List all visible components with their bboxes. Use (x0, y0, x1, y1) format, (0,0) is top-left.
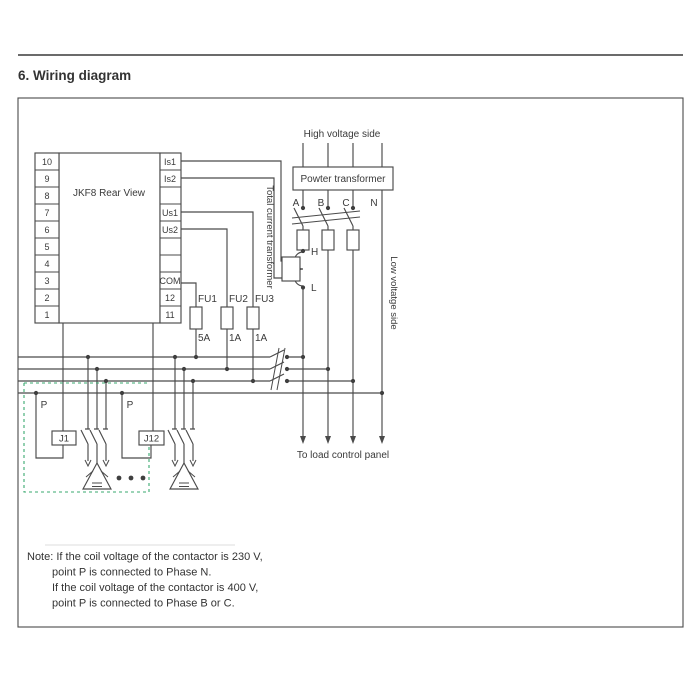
terminal-8: 8 (44, 191, 49, 201)
phase-b-label: B (318, 198, 325, 209)
ct-primary-coil (294, 251, 304, 287)
terminal-4: 4 (44, 259, 49, 269)
fu1-rating: 5A (198, 333, 211, 344)
p-point-label-1: P (41, 400, 48, 411)
terminal-com: COM (160, 276, 181, 286)
fuse-phase-b (321, 229, 335, 251)
terminal-12: 12 (165, 293, 175, 303)
terminal-6: 6 (44, 225, 49, 235)
capacitor-bank-1 (82, 459, 112, 490)
phase-c-label: C (342, 198, 349, 209)
fuse-fu2 (220, 306, 234, 330)
fuse-phase-c (346, 229, 360, 251)
fu3-label: FU3 (255, 294, 274, 305)
note-line-4: point P is connected to Phase B or C. (52, 598, 235, 610)
terminal-2: 2 (44, 293, 49, 303)
fuse-phase-a (296, 229, 310, 251)
page-title: 6. Wiring diagram (18, 68, 131, 83)
terminal-us2: Us2 (162, 225, 178, 235)
figure-frame (17, 97, 684, 628)
ct-l-terminal-label: L (311, 283, 317, 294)
p-point-label-2: P (127, 400, 134, 411)
terminal-us1: Us1 (162, 208, 178, 218)
junction-dots (33, 205, 385, 396)
phase-a-label: A (293, 198, 300, 209)
phase-n-label: N (370, 198, 377, 209)
ct-h-terminal-label: H (311, 247, 318, 258)
ct-secondary-box (281, 256, 301, 282)
ellipsis-dots (116, 475, 146, 481)
fuse-fu3 (246, 306, 260, 330)
terminal-3: 3 (44, 276, 49, 286)
terminal-11: 11 (165, 310, 174, 320)
fuse-fu1 (189, 306, 203, 330)
terminal-10: 10 (42, 157, 52, 167)
fu2-label: FU2 (229, 294, 248, 305)
power-transformer-label: Powter transformer (300, 174, 386, 185)
device-title: JKF8 Rear View (73, 188, 146, 199)
note-block: Note: If the coil voltage of the contact… (27, 551, 263, 610)
contactor-coil-j1 (51, 430, 77, 446)
high-voltage-side-label: High voltage side (304, 129, 381, 140)
to-load-control-panel-label: To load control panel (297, 450, 389, 461)
low-voltage-side-label: Low voltatge side (388, 256, 399, 329)
note-line-1: Note: If the coil voltage of the contact… (27, 551, 263, 563)
load-panel-arrows (300, 436, 385, 444)
terminal-is2: Is2 (164, 174, 176, 184)
j12-label: J12 (144, 434, 159, 445)
jkf8-body (58, 152, 161, 324)
fu1-label: FU1 (198, 294, 217, 305)
terminal-9: 9 (44, 174, 49, 184)
note-line-3: If the coil voltage of the contactor is … (52, 582, 258, 594)
right-terminal-labels: Is1 Is2 Us1 Us2 COM 12 11 (160, 157, 181, 320)
contactor-coil-j12 (138, 430, 165, 446)
fu2-rating: 1A (229, 333, 242, 344)
terminal-5: 5 (44, 242, 49, 252)
left-terminal-labels: 10 9 8 7 6 5 4 3 2 1 (42, 157, 52, 320)
terminal-is1: Is1 (164, 157, 176, 167)
capacitor-bank-12 (169, 459, 199, 490)
note-line-2: point P is connected to Phase N. (52, 567, 211, 579)
fu3-rating: 1A (255, 333, 268, 344)
power-transformer-box (292, 166, 394, 191)
terminal-7: 7 (44, 208, 49, 218)
terminal-1: 1 (44, 310, 49, 320)
jkf8-device: JKF8 Rear View 10 9 8 7 6 5 4 3 2 1 Is1 … (34, 152, 182, 324)
total-current-transformer-label: Total current transformer (264, 185, 275, 288)
j1-label: J1 (59, 434, 69, 445)
dashed-group-box (23, 382, 150, 493)
